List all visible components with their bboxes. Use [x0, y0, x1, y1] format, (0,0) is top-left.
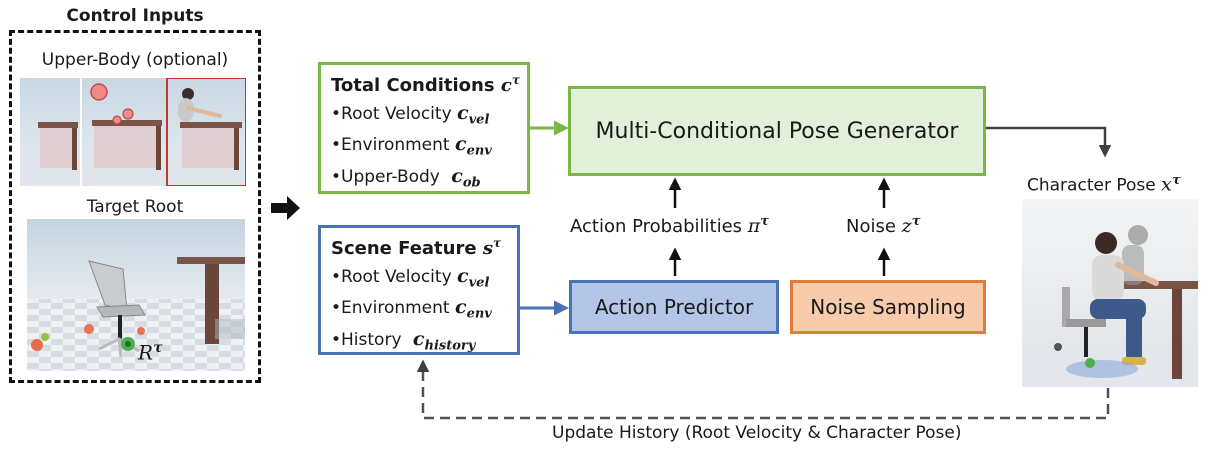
scene-feature-item-history: •History chistory — [331, 328, 517, 353]
update-history-loop — [416, 359, 1110, 420]
target-root-symbol-sup: τ — [153, 340, 163, 356]
item-symbol: c — [457, 265, 469, 287]
scene-feature-title-text: Scene Feature — [331, 238, 477, 259]
update-history-label: Update History (Root Velocity & Characte… — [552, 423, 962, 443]
total-conditions-symbol: c — [500, 75, 512, 96]
action-probabilities-sup: τ — [760, 214, 770, 229]
target-root-symbol: Rτ — [138, 340, 162, 365]
total-conditions-title: Total Conditions cτ — [331, 73, 527, 96]
total-conditions-sup: τ — [511, 73, 520, 87]
upper-body-label: Upper-Body (optional) — [41, 50, 229, 70]
item-subscript: env — [466, 143, 492, 159]
action-probabilities-label: Action Probabilities πτ — [570, 214, 769, 237]
action-predictor-label: Action Predictor — [594, 295, 754, 319]
control-inputs-panel — [9, 30, 261, 383]
flow-arrow — [271, 196, 300, 220]
item-symbol: c — [457, 102, 469, 124]
total-conditions-title-text: Total Conditions — [331, 75, 495, 96]
scene-feature-symbol: s — [482, 238, 493, 259]
item-label: •Upper-Body — [331, 166, 440, 187]
noise-symbol: z — [901, 215, 912, 237]
item-label: •Environment — [331, 135, 450, 156]
item-subscript: vel — [468, 112, 490, 128]
item-label: •History — [331, 329, 402, 350]
action-predictor-box: Action Predictor — [569, 280, 779, 334]
scene-feature-box: Scene Feature sτ •Root Velocity cvel •En… — [318, 225, 520, 355]
item-subscript: env — [466, 306, 492, 322]
item-symbol: c — [412, 327, 425, 350]
control-inputs-title: Control Inputs — [9, 6, 261, 26]
target-root-image — [27, 219, 245, 371]
total-conditions-item-upper-body: •Upper-Body cob — [331, 165, 527, 190]
noise-label: Noise zτ — [846, 214, 920, 237]
item-symbol: c — [451, 164, 463, 187]
total-conditions-item-environment: •Environment cenv — [331, 133, 527, 158]
item-label: •Environment — [331, 298, 450, 319]
noise-text: Noise — [846, 216, 896, 237]
character-pose-sup: τ — [1171, 173, 1181, 188]
item-label: •Root Velocity — [331, 267, 452, 287]
upper-body-image-strip — [20, 78, 246, 186]
item-subscript: ob — [462, 175, 481, 191]
item-label: •Root Velocity — [331, 104, 452, 124]
character-pose-label: Character Pose xτ — [1027, 173, 1181, 196]
noise-sampling-box: Noise Sampling — [790, 280, 986, 334]
target-root-label: Target Root — [86, 197, 184, 217]
action-probabilities-text: Action Probabilities — [570, 216, 743, 237]
item-symbol: c — [454, 296, 467, 319]
pose-generator-label: Multi-Conditional Pose Generator — [595, 118, 959, 144]
item-symbol: c — [454, 133, 467, 156]
scene-feature-sup: τ — [492, 236, 502, 250]
total-conditions-item-root-velocity: •Root Velocity cvel — [331, 102, 527, 127]
character-pose-image — [1022, 199, 1198, 387]
character-pose-symbol: x — [1161, 173, 1172, 196]
pose-generator-box: Multi-Conditional Pose Generator — [568, 86, 986, 176]
action-probabilities-symbol: π — [747, 215, 761, 237]
noise-sup: τ — [911, 214, 921, 229]
scene-feature-item-environment: •Environment cenv — [331, 296, 517, 321]
total-conditions-box: Total Conditions cτ •Root Velocity cvel … — [318, 62, 530, 194]
generator-to-pose-arrow — [986, 126, 1112, 158]
item-subscript: vel — [468, 275, 490, 291]
target-root-symbol-letter: R — [138, 340, 154, 365]
item-subscript: history — [424, 338, 476, 354]
character-pose-text: Character Pose — [1027, 175, 1156, 196]
scene-feature-item-root-velocity: •Root Velocity cvel — [331, 265, 517, 290]
noise-sampling-label: Noise Sampling — [810, 295, 966, 319]
scene-feature-title: Scene Feature sτ — [331, 236, 517, 259]
